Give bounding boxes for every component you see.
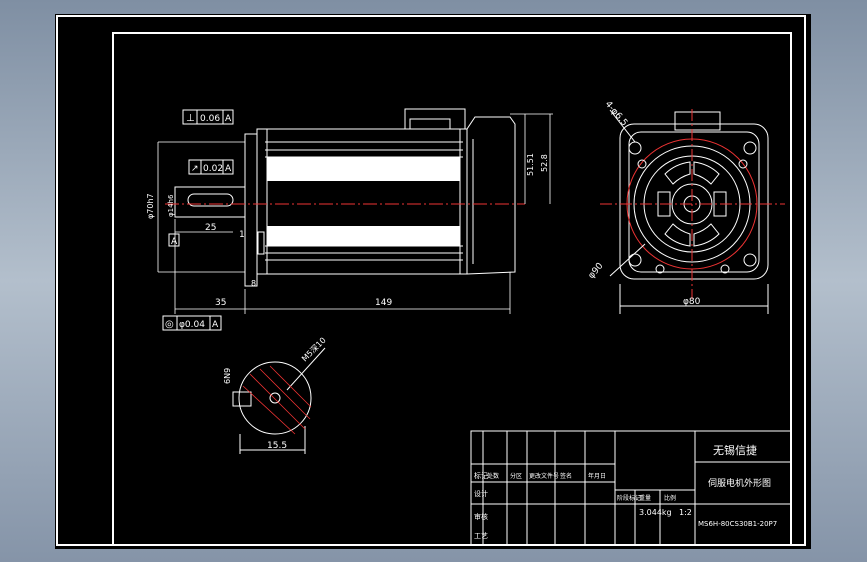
shaft xyxy=(174,186,246,218)
dimension-lines xyxy=(157,113,553,314)
weight-value: 3.044kg xyxy=(639,508,672,517)
perpendicularity-frame xyxy=(182,109,234,125)
row-label: 设计 xyxy=(474,489,488,498)
connector-plug xyxy=(409,118,451,130)
shaft-section xyxy=(232,347,326,454)
inner-frame xyxy=(112,32,792,546)
dim-pcd: φ90 xyxy=(587,261,606,281)
cad-drawing-viewport[interactable]: ⊥ 0.06 A ↗ 0.02 A ◎ φ0.04 A A φ70h7 φ14h… xyxy=(55,14,811,549)
dim-shaft-dia: φ70h7 xyxy=(146,193,155,219)
perp-value: 0.06 xyxy=(200,114,220,124)
dim-key-gap: 1 xyxy=(239,230,245,240)
body-band-top xyxy=(267,157,460,181)
flange-pilot xyxy=(257,231,265,255)
row-label: 工艺 xyxy=(474,532,488,540)
company-name: 无锡信捷 xyxy=(713,443,757,457)
dim-key-depth: 15.5 xyxy=(267,441,287,451)
end-flange xyxy=(619,123,769,280)
section-hatch xyxy=(242,365,312,435)
runout-value: 0.02 xyxy=(203,164,223,174)
stage-label: 重量 xyxy=(639,494,651,502)
col-label: 分区 xyxy=(510,472,522,480)
conc-value: φ0.04 xyxy=(179,320,205,330)
runout-symbol: ↗ xyxy=(191,164,199,174)
row-label: 审核 xyxy=(474,512,488,521)
row-label: 标记 xyxy=(474,471,488,480)
body-band-bottom xyxy=(267,226,460,246)
keyway xyxy=(187,193,234,207)
outer-border xyxy=(56,15,806,546)
flange xyxy=(244,133,258,287)
concentricity-frame xyxy=(162,315,222,331)
conc-datum: A xyxy=(212,320,219,330)
datum-box xyxy=(168,233,180,247)
mount-hole xyxy=(743,253,757,267)
col-label: 年月日 xyxy=(588,472,606,480)
stage-label: 阶段标记 xyxy=(617,494,641,502)
dim-key-width: 6N9 xyxy=(223,368,232,384)
mount-hole xyxy=(628,253,642,267)
col-label: 签名 xyxy=(560,472,572,480)
dim-shaft-small: φ14h6 xyxy=(167,194,175,217)
drawing-name: 伺服电机外形图 xyxy=(708,477,771,489)
dim-h2: 52.8 xyxy=(540,154,549,172)
dim-key-len: 25 xyxy=(205,223,216,233)
dim-flange-sq: φ80 xyxy=(683,297,701,307)
col-label: 处数 xyxy=(487,472,499,480)
side-view xyxy=(174,108,516,287)
mount-hole xyxy=(628,141,642,155)
perp-datum: A xyxy=(225,114,232,124)
end-connector xyxy=(674,111,721,131)
title-block xyxy=(470,430,792,546)
dim-body-len: 149 xyxy=(375,298,392,308)
dim-holes: 4-φ6.5 xyxy=(603,100,629,129)
runout-frame xyxy=(188,159,234,175)
runout-datum: A xyxy=(225,164,232,174)
stage-label: 比例 xyxy=(664,494,676,502)
col-label: 更改文件号 xyxy=(529,472,559,480)
dim-h1: 51.51 xyxy=(526,153,535,176)
conc-symbol: ◎ xyxy=(165,319,174,330)
perp-symbol: ⊥ xyxy=(186,113,195,124)
end-view xyxy=(600,109,785,314)
motor-body xyxy=(256,128,468,275)
dim-shaft-len: 35 xyxy=(215,298,226,308)
model-number: MS6H-80CS30B1-20P7 xyxy=(698,520,777,528)
mount-hole xyxy=(743,141,757,155)
scale-value: 1:2 xyxy=(679,508,692,517)
datum-label: A xyxy=(171,237,178,247)
dim-flange-thk: 8 xyxy=(251,279,256,288)
cad-drawing: ⊥ 0.06 A ↗ 0.02 A ◎ φ0.04 A A φ70h7 φ14h… xyxy=(56,15,806,546)
